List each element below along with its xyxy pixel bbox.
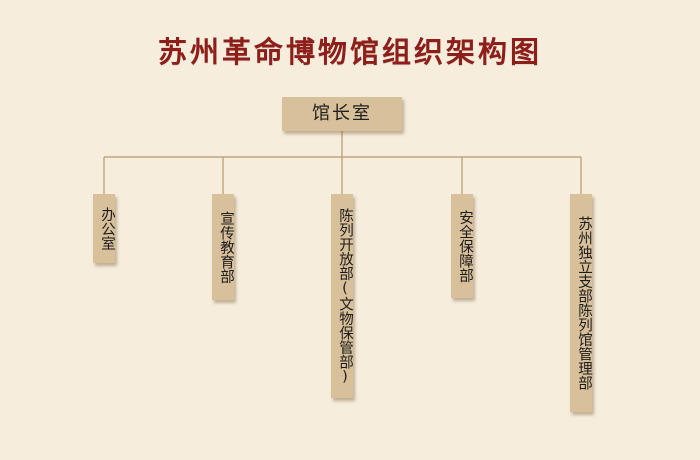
dept-branch-memorial-box: 苏州独立支部陈列馆管理部 (570, 194, 592, 412)
dept-security-box: 安全保障部 (451, 194, 473, 298)
chart-title: 苏州革命博物馆组织架构图 (157, 35, 542, 69)
dept-publicity-education-box: 宣传教育部 (212, 194, 234, 300)
dept-exhibition-box: 陈列开放部(文物保管部) (331, 194, 353, 398)
director-office-box: 馆长室 (282, 97, 402, 131)
dept-office-box: 办公室 (93, 194, 115, 263)
